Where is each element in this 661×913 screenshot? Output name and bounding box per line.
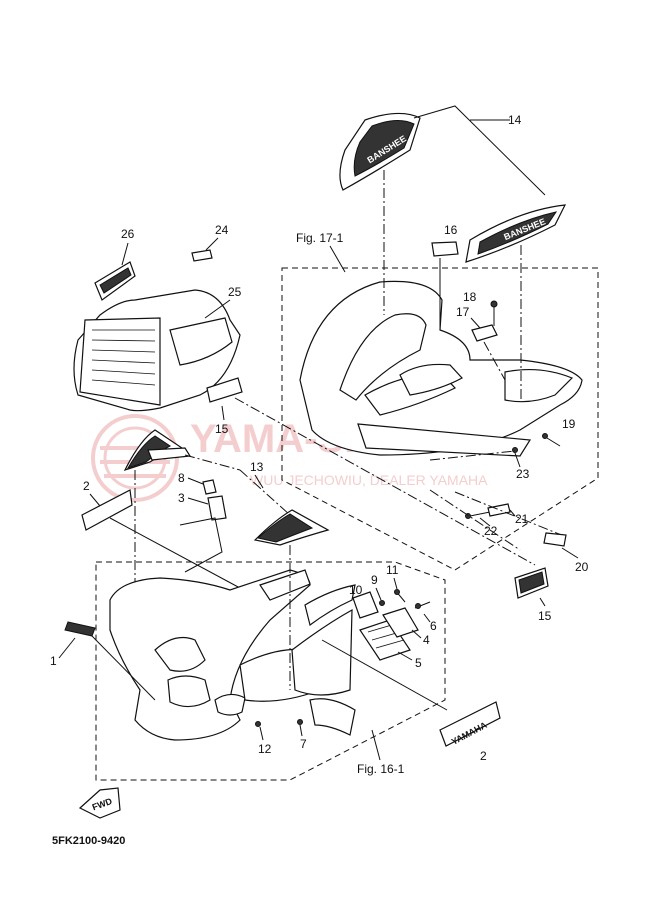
part-7-clip[interactable]: [297, 719, 303, 725]
part-14-side-decal-upper[interactable]: BANSHEE: [339, 112, 421, 191]
fig-16-1-group-box: [95, 561, 446, 781]
callout-20[interactable]: 20: [575, 560, 589, 574]
part-24-small-decal[interactable]: [191, 249, 213, 262]
callout-5[interactable]: 5: [415, 656, 422, 670]
part-1-emblem[interactable]: [64, 621, 96, 637]
figure-ref-17-1[interactable]: Fig. 17-1: [296, 231, 344, 245]
part-22-bolt[interactable]: [465, 511, 491, 519]
part-23-clip[interactable]: [512, 447, 518, 453]
part-10-bracket[interactable]: [352, 591, 379, 619]
part-26-decal[interactable]: [94, 261, 136, 301]
part-11-screw[interactable]: [394, 589, 406, 603]
part-18-screw[interactable]: [490, 300, 498, 326]
callout-8[interactable]: 8: [178, 471, 185, 485]
part-21-nut[interactable]: [487, 503, 511, 517]
part-15-decal-right[interactable]: [514, 567, 549, 599]
part-13-front-decal-lower[interactable]: [253, 509, 330, 546]
fig-17-1-group-box: [281, 267, 599, 571]
callout-16[interactable]: 16: [444, 223, 458, 237]
callout-6[interactable]: 6: [430, 619, 437, 633]
part-2-yamaha-emblem[interactable]: YAMAHA: [439, 701, 501, 747]
callout-2-right[interactable]: 2: [480, 749, 487, 763]
callout-15-left[interactable]: 15: [215, 422, 229, 436]
callout-15-right[interactable]: 15: [538, 609, 552, 623]
part-9-screw[interactable]: [379, 600, 385, 606]
front-guard-shroud: [73, 289, 241, 412]
part-3-caution-label[interactable]: [207, 495, 227, 521]
callout-9[interactable]: 9: [371, 573, 378, 587]
callout-26[interactable]: 26: [121, 227, 135, 241]
part-8-sticker[interactable]: [202, 479, 217, 495]
callout-3[interactable]: 3: [178, 491, 185, 505]
callout-25[interactable]: 25: [228, 285, 242, 299]
callout-14[interactable]: 14: [508, 113, 522, 127]
catalog-code: 5FK2100-9420: [52, 835, 125, 847]
callout-2-left[interactable]: 2: [83, 479, 90, 493]
callout-23[interactable]: 23: [516, 467, 530, 481]
part-15-decal-left[interactable]: [206, 377, 243, 403]
callout-1[interactable]: 1: [50, 654, 57, 668]
part-20-small-decal[interactable]: [543, 532, 567, 547]
callout-4[interactable]: 4: [423, 633, 430, 647]
part-12-clip[interactable]: [255, 721, 261, 727]
part-13-front-decal[interactable]: [123, 429, 192, 472]
callout-19[interactable]: 19: [562, 417, 576, 431]
part-2-side-decal[interactable]: [81, 489, 133, 531]
figure-ref-16-1[interactable]: Fig. 16-1: [357, 762, 405, 776]
fwd-emblem: FWD: [78, 787, 121, 819]
callout-7[interactable]: 7: [300, 737, 307, 751]
callout-13[interactable]: 13: [250, 460, 264, 474]
callout-12[interactable]: 12: [258, 742, 272, 756]
part-14-side-decal-lower[interactable]: BANSHEE: [465, 204, 567, 263]
part-4-gasket[interactable]: [382, 607, 419, 638]
callout-10[interactable]: 10: [349, 583, 363, 597]
callout-11[interactable]: 11: [386, 563, 399, 577]
callout-17[interactable]: 17: [456, 305, 470, 319]
front-fender: [109, 569, 356, 741]
rear-fender: [299, 280, 583, 457]
part-6-clip[interactable]: [414, 601, 431, 609]
callout-24[interactable]: 24: [215, 223, 229, 237]
part-17-plate[interactable]: [471, 324, 498, 342]
watermark-sub: WUU JECHOWIU, DEALER YAMAHA: [250, 472, 488, 488]
callout-18[interactable]: 18: [463, 290, 477, 304]
watermark-logo-icon: [91, 414, 179, 502]
part-19-clip[interactable]: [542, 433, 548, 439]
part-16-label-sticker[interactable]: [431, 241, 459, 257]
